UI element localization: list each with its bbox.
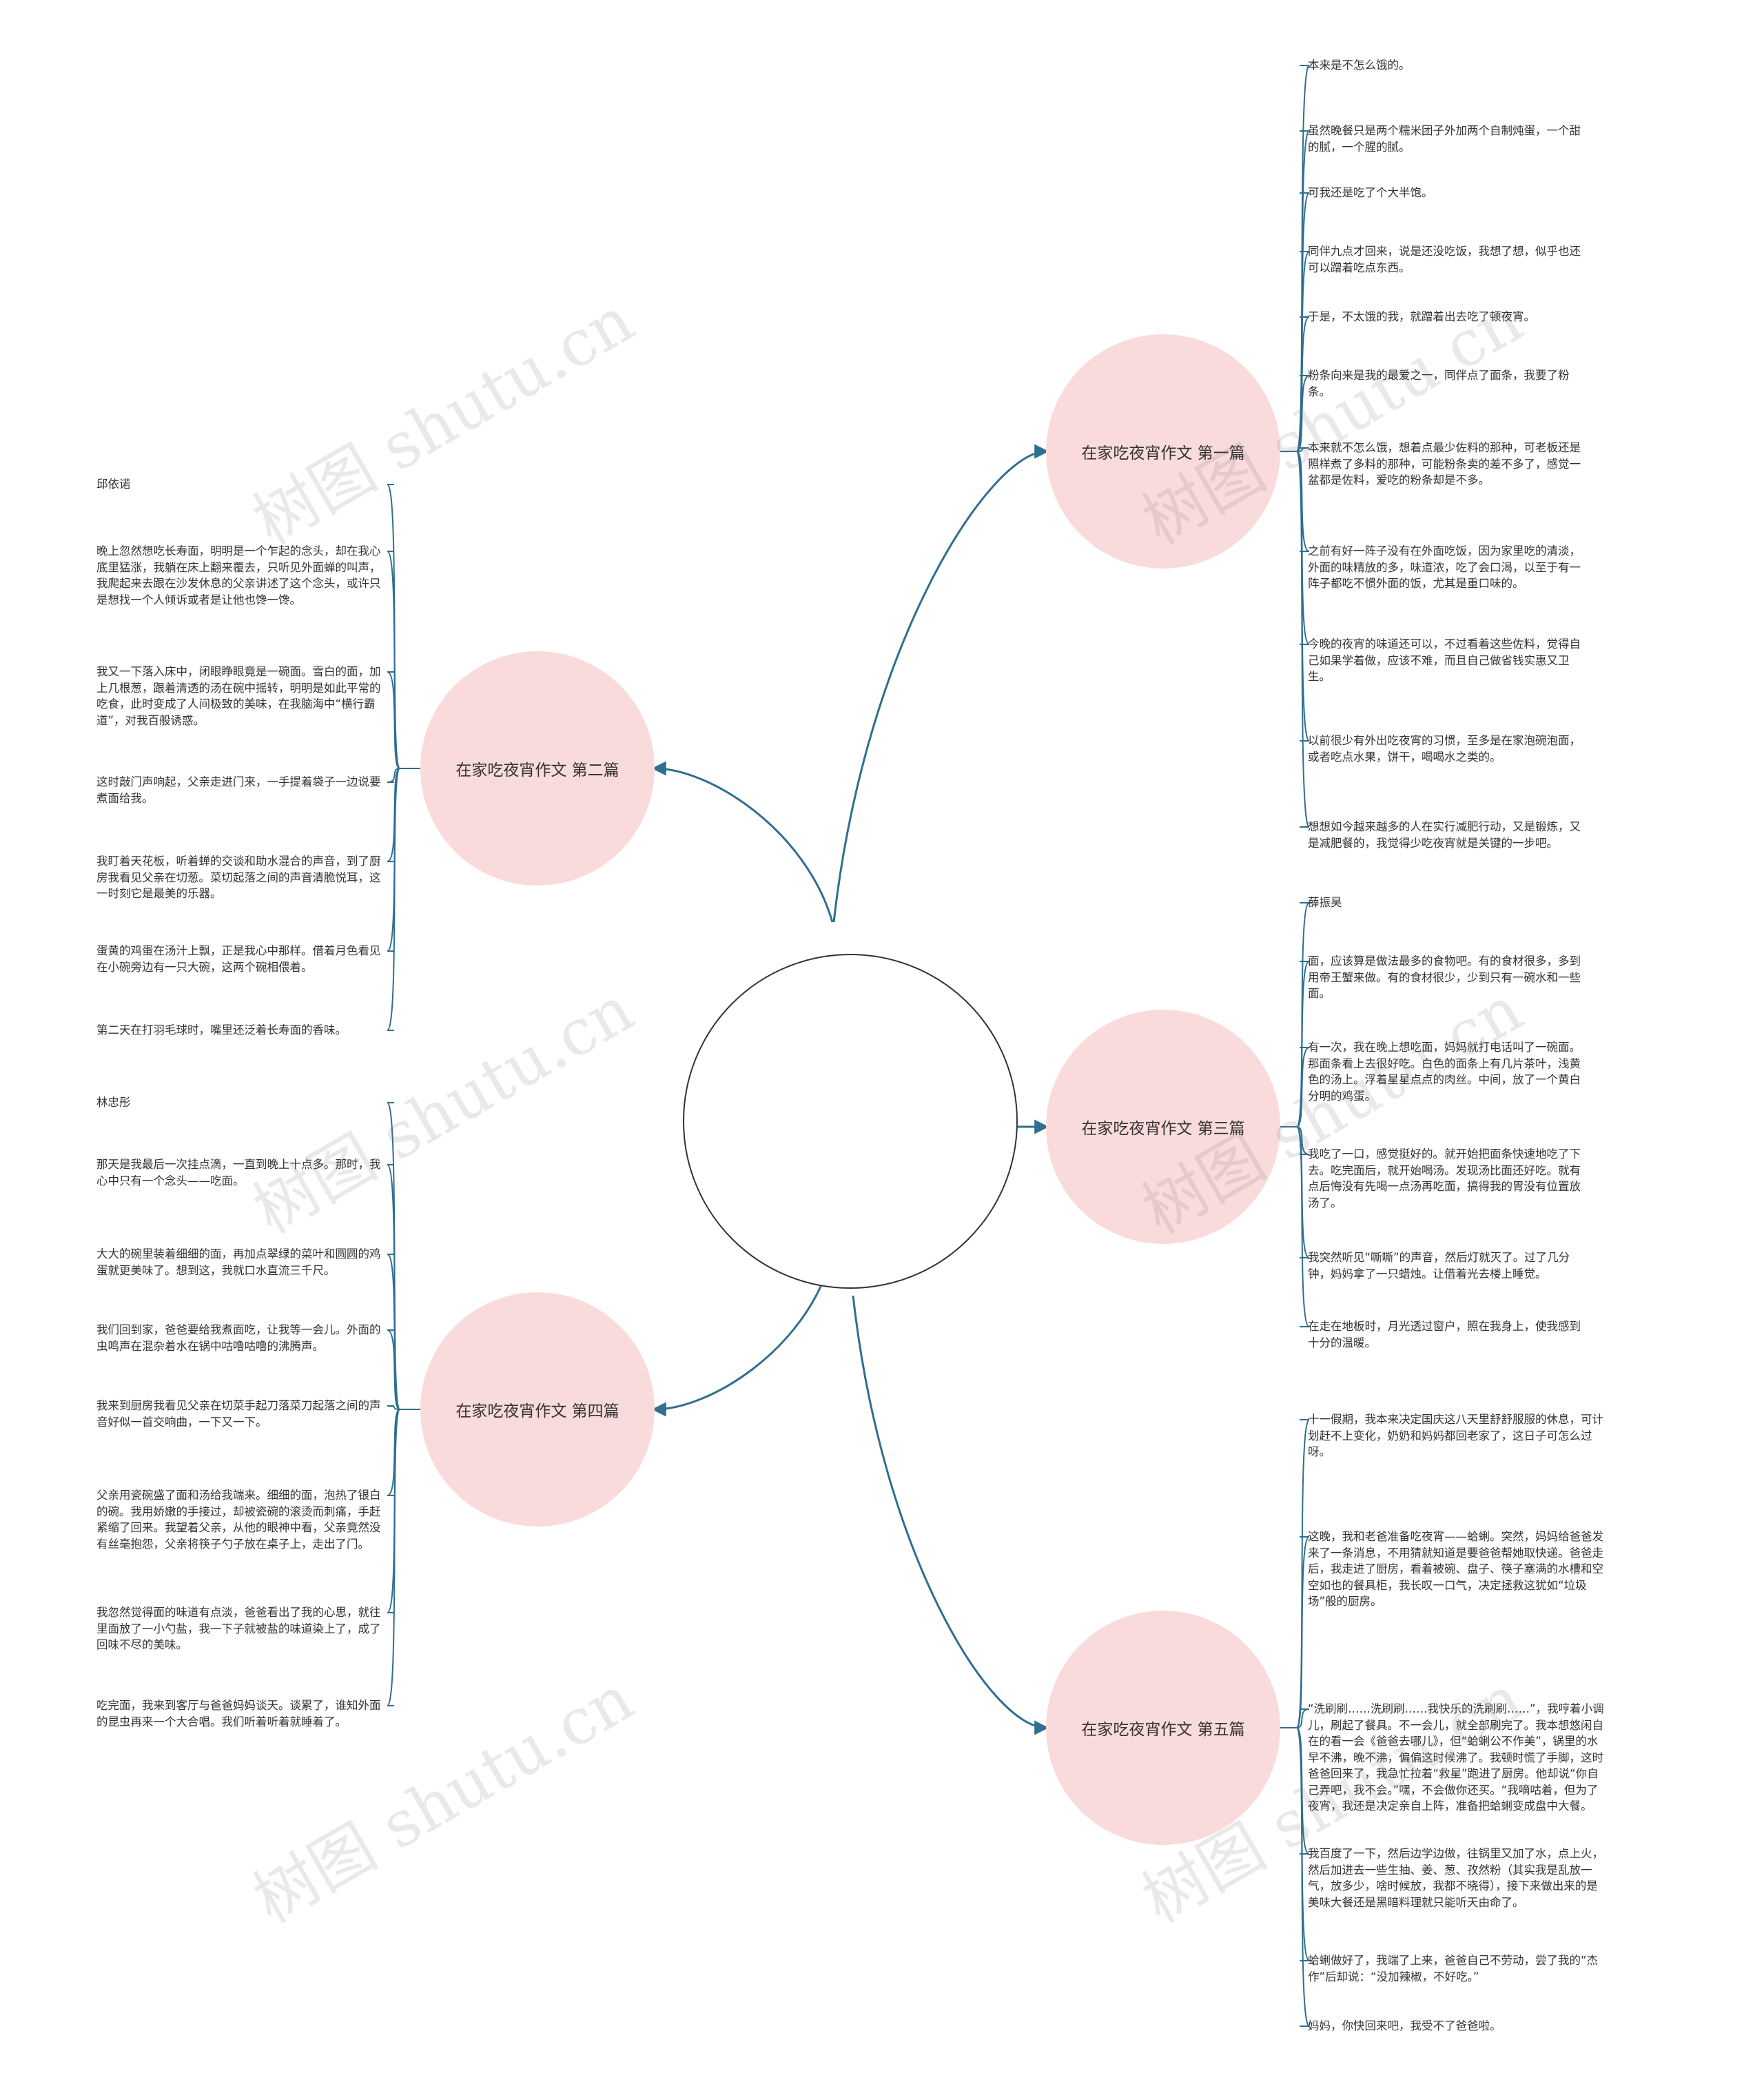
leaf-connector (387, 1409, 400, 1613)
topic-node-b3[interactable]: 在家吃夜宵作文 第三篇 (1046, 1010, 1280, 1244)
topic-label: 在家吃夜宵作文 第二篇 (455, 762, 619, 779)
leaf-connector (387, 1329, 400, 1410)
topic-label: 在家吃夜宵作文 第五篇 (1081, 1721, 1245, 1739)
branch-connector (852, 1295, 1049, 1735)
leaf-text: 第二天在打羽毛球时，嘴里还泛着长寿面的香味。 (96, 1023, 347, 1037)
leaf-text: 这晚，我和老爸准备吃夜宵——蛤蜊。突然，妈妈给爸爸发来了一条消息，不用猜就知道是… (1308, 1530, 1603, 1608)
topic-node-b2[interactable]: 在家吃夜宵作文 第二篇 (420, 651, 655, 886)
leaf-text: 今晚的夜宵的味道还可以，不过看着这些佐料，觉得自己如果学着做，应该不难，而且自己… (1308, 637, 1581, 683)
leaf-connector (1296, 1126, 1310, 1327)
leaf-text: 在走在地板时，月光透过窗户，照在我身上，使我感到十分的温暖。 (1308, 1320, 1581, 1349)
leaf-text: 蛤蜊做好了，我端了上来，爸爸自己不劳动，尝了我的“杰作”后却说：“没加辣椒，不好… (1308, 1954, 1599, 1983)
leaf-connector (387, 1409, 400, 1496)
topic-label: 在家吃夜宵作文 第一篇 (1081, 445, 1245, 462)
branch-connector (651, 761, 834, 923)
leaf-connector (387, 551, 400, 769)
topic-node-b5[interactable]: 在家吃夜宵作文 第五篇 (1046, 1611, 1280, 1845)
leaf-text: 虽然晚餐只是两个糯米团子外加两个自制炖蛋，一个甜的腻，一个腥的腻。 (1308, 124, 1581, 154)
leaf-text: 同伴九点才回来，说是还没吃饭，我想了想，似乎也还可以蹭着吃点东西。 (1308, 245, 1581, 274)
leaf-connector (387, 1254, 400, 1410)
leaf-text: 十一假期，我本来决定国庆这八天里舒舒服服的休息，可计划赶不上变化，奶奶和妈妈都回… (1308, 1413, 1603, 1458)
leaf-text: 面，应该算是做法最多的食物吧。有的食材很多，多到用帝王蟹来做。有的食材很少，少到… (1308, 955, 1581, 1000)
leaf-text: 以前很少有外出吃夜宵的习惯，至多是在家泡碗泡面，或者吃点水果，饼干，喝喝水之类的… (1308, 734, 1581, 764)
leaf-text: 我吃了一口，感觉挺好的。就开始把面条快速地吃了下去。吃完面后，就开始喝汤。发现汤… (1308, 1147, 1581, 1210)
leaf-text: 蛋黄的鸡蛋在汤汁上飘，正是我心中那样。借着月色看见在小碗旁边有一只大碗，这两个碗… (96, 944, 381, 974)
leaf-connector (1296, 451, 1310, 828)
topic-node-b1[interactable]: 在家吃夜宵作文 第一篇 (1046, 334, 1280, 569)
leaf-text: 有一次，我在晚上想吃面，妈妈就打电话叫了一碗面。那面条看上去很好吃。白色的面条上… (1308, 1041, 1581, 1103)
topic-label: 在家吃夜宵作文 第四篇 (455, 1402, 619, 1420)
leaf-connector (387, 768, 400, 783)
leaf-text: 我百度了一下，然后边学边做，往锅里又加了水，点上火，然后加进去一些生抽、姜、葱、… (1308, 1847, 1603, 1909)
leaf-connector (1296, 1126, 1310, 1155)
leaf-text: 想想如今越来越多的人在实行减肥行动，又是锻炼，又是减肥餐的，我觉得少吃夜宵就是关… (1308, 820, 1581, 850)
leaf-text: 我忽然觉得面的味道有点淡，爸爸看出了我的心思，就往里面放了一小勺盐，我一下子就被… (96, 1606, 381, 1651)
leaf-text: 父亲用瓷碗盛了面和汤给我端来。细细的面，泡热了银白的碗。我用娇嫩的手接过，却被瓷… (96, 1489, 381, 1551)
topic-node-b4[interactable]: 在家吃夜宵作文 第四篇 (420, 1292, 655, 1527)
branch-connector (651, 1261, 832, 1417)
leaf-text: 本来就不怎么饿，想着点最少佐料的那种，可老板还是照样煮了多料的那种，可能粉条卖的… (1308, 441, 1581, 487)
leaf-text: 晚上忽然想吃长寿面，明明是一个乍起的念头，却在我心底里猛涨，我躺在床上翻来覆去，… (96, 544, 381, 606)
leaf-connector (1296, 375, 1310, 452)
leaf-text: 粉条向来是我的最爱之一，同伴点了面条，我要了粉条。 (1308, 369, 1570, 398)
leaf-text: 薛振昊 (1308, 896, 1342, 909)
leaf-connector (1296, 1047, 1310, 1127)
leaf-text: 邱依诺 (96, 478, 131, 491)
leaf-connector (1296, 447, 1310, 452)
leaf-text: 于是，不太饿的我，就蹭着出去吃了顿夜宵。 (1308, 310, 1535, 323)
leaf-text: 大大的碗里装着细细的面，再加点翠绿的菜叶和圆圆的鸡蛋就更美味了。想到这，我就口水… (96, 1247, 381, 1277)
leaf-connector (387, 1405, 400, 1410)
leaf-connector (1296, 961, 1310, 1127)
leaf-text: 我来到厨房我看见父亲在切菜手起刀落菜刀起落之间的声音好似一首交响曲，一下又一下。 (96, 1399, 381, 1429)
leaf-text: 那天是我最后一次挂点滴，一直到晚上十点多。那时，我心中只有一个念头——吃面。 (96, 1158, 381, 1187)
leaf-connector (1296, 1708, 1310, 1728)
leaf-connector (1296, 1536, 1310, 1728)
leaf-text: 之前有好一阵子没有在外面吃饭，因为家里吃的清淡，外面的味精放的多，味道浓，吃了会… (1308, 544, 1581, 590)
leaf-text: 林忠彤 (96, 1096, 131, 1109)
leaf-text: “洗刷刷……洗刷刷……我快乐的洗刷刷……”，我哼着小调儿，刷起了餐具。不一会儿，… (1308, 1702, 1604, 1813)
leaf-text: 我盯着天花板，听着蝉的交谈和助水混合的声音，到了厨房我看见父亲在切葱。菜切起落之… (96, 855, 381, 900)
central-topic-node[interactable] (683, 954, 1018, 1289)
leaf-text: 我又一下落入床中，闭眼睁眼竟是一碗面。雪白的面，加上几根葱，跟着清透的汤在碗中摇… (96, 665, 381, 727)
leaf-connector (387, 1409, 400, 1706)
leaf-connector (387, 671, 400, 769)
leaf-connector (1296, 1727, 1310, 2027)
leaf-text: 本来是不怎么饿的。 (1308, 59, 1411, 72)
leaf-text: 这时敲门声响起，父亲走进门来，一手提着袋子一边说要煮面给我。 (96, 775, 381, 805)
leaf-text: 妈妈，你快回来吧，我受不了爸爸啦。 (1308, 2019, 1501, 2032)
branch-connector (832, 444, 1049, 923)
leaf-text: 我们回到家，爸爸要给我煮面吃，让我等一会儿。外面的虫鸣声在混杂着水在锅中咕噜咕噜… (96, 1323, 381, 1353)
leaf-text: 我突然听见“嘶嘶”的声音，然后灯就灭了。过了几分钟，妈妈拿了一只蜡烛。让借着光去… (1308, 1251, 1570, 1280)
leaf-connector (387, 768, 400, 1031)
topic-label: 在家吃夜宵作文 第三篇 (1081, 1120, 1245, 1138)
leaf-text: 可我还是吃了个大半饱。 (1308, 186, 1433, 199)
leaf-connector (1296, 316, 1310, 452)
leaf-text: 吃完面，我来到客厅与爸爸妈妈谈天。谈累了，谁知外面的昆虫再来一个大合唱。我们听着… (96, 1699, 381, 1728)
